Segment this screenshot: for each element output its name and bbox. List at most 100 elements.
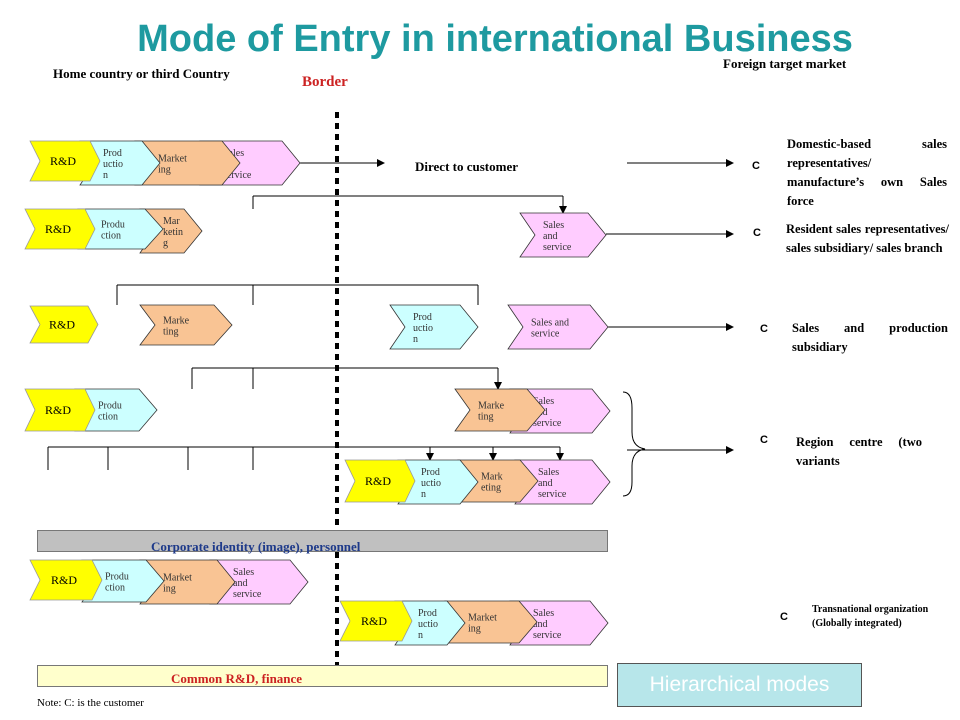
chevron-label: eting — [481, 483, 501, 494]
chevron-label: n — [413, 334, 418, 345]
rd-chevron: R&D — [24, 208, 96, 250]
rd-chevron-label: R&D — [365, 474, 391, 488]
chevron-label: and — [233, 578, 247, 589]
chevron-label: Marke — [478, 401, 505, 412]
customer-note: Note: C: is the customer — [37, 697, 144, 709]
chevron-label: service — [223, 170, 252, 181]
mode-domestic-sales: Domestic-based sales representatives/ ma… — [787, 137, 947, 208]
customer-mark: C — [753, 227, 761, 239]
chevron-label: n — [418, 630, 423, 641]
chevron-label: Prod — [418, 608, 437, 619]
chevron-label: Sales — [533, 396, 554, 407]
rd-chevron-label: R&D — [51, 573, 77, 587]
rd-chevron: R&D — [29, 559, 103, 601]
rd-chevron-label: R&D — [45, 222, 71, 236]
mode-sales-production: Sales and production subsidiary — [792, 321, 948, 354]
chevron-label: Marke — [163, 316, 190, 327]
chevron-label: Sales and — [531, 318, 569, 329]
chevron-label: Mark — [481, 472, 503, 483]
rd-chevron: R&D — [29, 140, 101, 182]
mode-resident-sales: Resident sales representatives/ sales su… — [786, 222, 949, 255]
customer-mark: C — [760, 323, 768, 335]
customer-mark: C — [780, 611, 788, 623]
chevron-label: Sales — [223, 148, 244, 159]
rd-chevron-label: R&D — [49, 318, 75, 332]
customer-mark: C — [752, 160, 760, 172]
rd-chevron: R&D — [344, 459, 416, 503]
connector-lines — [47, 159, 734, 497]
chevron-label: Prod — [413, 312, 432, 323]
chevron-label: and — [543, 231, 557, 242]
chevron-label: uctio — [413, 323, 433, 334]
chevron-label: ction — [101, 231, 121, 242]
common-rd-finance-bar: Common R&D, finance — [37, 665, 608, 687]
customer-mark: C — [760, 434, 768, 446]
rd-chevron-label: R&D — [361, 614, 387, 628]
chevron-label: ction — [98, 412, 118, 423]
direct-to-customer-label: Direct to customer — [415, 159, 518, 174]
chevron-label: service — [538, 489, 567, 500]
chevron-label: ing — [158, 165, 171, 176]
chevron-label: uctio — [421, 478, 441, 489]
chevron-label: uctio — [103, 159, 123, 170]
chevron-label: Market — [468, 613, 497, 624]
chevron-label: ting — [163, 327, 179, 338]
chevron-label: Sales — [533, 608, 554, 619]
chevron-label: ketin — [163, 227, 183, 238]
rd-chevron-label: R&D — [50, 154, 76, 168]
chevron-label: Mar — [163, 216, 180, 227]
value-chain-chevrons: SalesandserviceMarketingProductionR&DMar… — [24, 140, 611, 646]
border-header: Border — [302, 74, 348, 90]
hierarchical-modes-box: Hierarchical modes — [617, 663, 862, 707]
chevron-label: and — [538, 478, 552, 489]
chevron-label: Produ — [98, 401, 122, 412]
rd-chevron: R&D — [29, 305, 99, 344]
corporate-identity-bar: Corporate identity (image), personnel — [37, 530, 608, 554]
chevron-label: ction — [105, 583, 125, 594]
chevron-label: Sales — [233, 567, 254, 578]
rd-chevron: R&D — [339, 600, 413, 642]
page-title: Mode of Entry in international Business — [137, 18, 853, 60]
home-country-header: Home country or third Country — [53, 66, 230, 81]
curly-brace — [622, 391, 646, 497]
chevron-label: ing — [163, 584, 176, 595]
mode-transnational: Transnational organization (Globally int… — [812, 604, 929, 629]
foreign-market-header: Foreign target market — [723, 56, 847, 71]
chevron-label: Prod — [421, 467, 440, 478]
chevron-label: Market — [158, 154, 187, 165]
chevron-label: service — [533, 630, 562, 641]
chevron-label: Market — [163, 573, 192, 584]
chevron-label: service — [233, 589, 262, 600]
chevron-label: Sales — [543, 220, 564, 231]
chevron-label: Sales — [538, 467, 559, 478]
chevron-label: and — [533, 619, 547, 630]
chevron-label: ting — [478, 412, 494, 423]
chevron-label: service — [533, 418, 562, 429]
rd-chevron-label: R&D — [45, 403, 71, 417]
chevron-label: Produ — [101, 220, 125, 231]
chevron-label: service — [531, 329, 560, 340]
chevron-label: Prod — [103, 148, 122, 159]
chevron-label: uctio — [418, 619, 438, 630]
chevron-label: n — [421, 489, 426, 500]
chevron-label: ing — [468, 624, 481, 635]
chevron-label: n — [103, 170, 108, 181]
rd-chevron: R&D — [24, 388, 96, 432]
chevron-label: service — [543, 242, 572, 253]
mode-region-centre: Region centre (two variants — [796, 435, 922, 468]
chevron-label: g — [163, 238, 168, 249]
chevron-label: Produ — [105, 572, 129, 583]
